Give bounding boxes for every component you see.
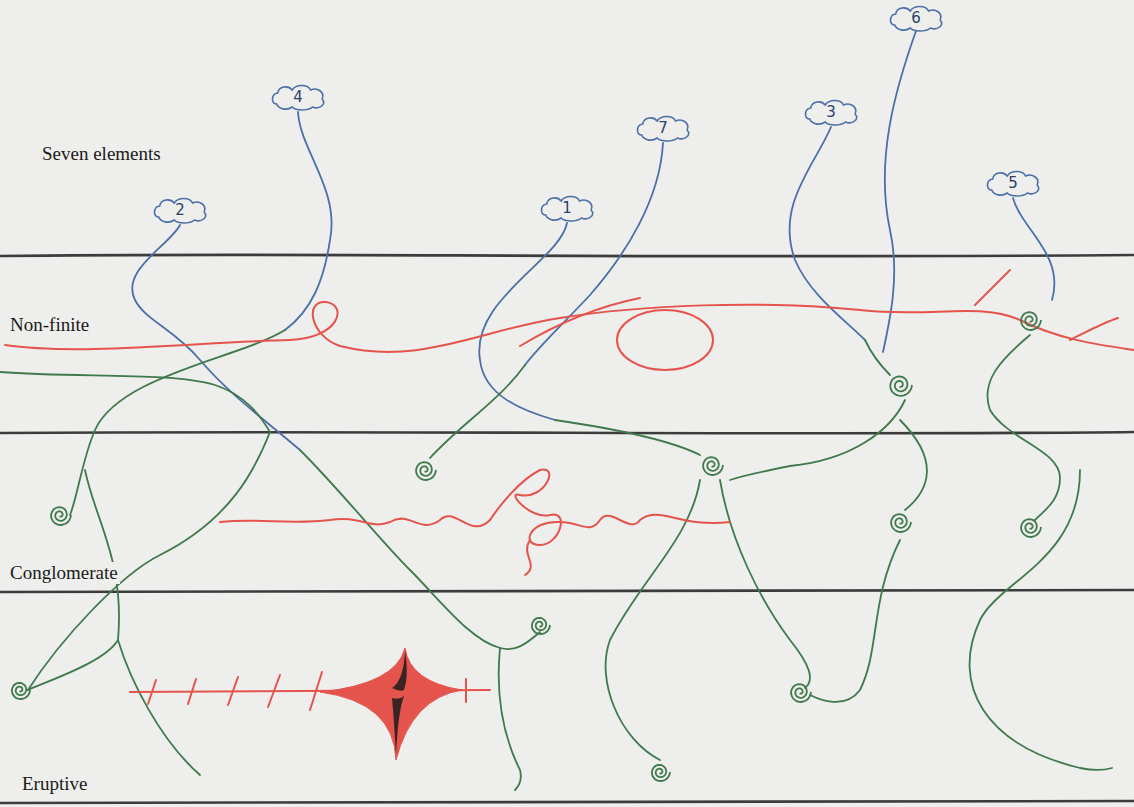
callout-number: 1 bbox=[562, 201, 572, 216]
band-line bbox=[0, 801, 1134, 803]
green-stem bbox=[28, 432, 270, 690]
non-finite-line bbox=[5, 302, 1134, 352]
green-stem bbox=[606, 480, 700, 760]
band-label: Eruptive bbox=[20, 773, 89, 795]
band-line bbox=[0, 432, 1134, 433]
blue-stems bbox=[132, 31, 1054, 450]
eruptive-tick bbox=[148, 680, 156, 704]
cloud-shape bbox=[154, 199, 205, 224]
green-stem bbox=[70, 330, 285, 515]
green-spiral bbox=[791, 684, 811, 702]
blue-stem bbox=[132, 225, 300, 450]
band-line bbox=[0, 255, 1134, 257]
callout-number: 2 bbox=[175, 203, 185, 218]
cloud-node: 6 bbox=[887, 3, 945, 33]
green-stem bbox=[720, 480, 810, 688]
green-stem bbox=[118, 640, 200, 775]
green-stem bbox=[499, 648, 521, 790]
non-finite-branch bbox=[975, 270, 1010, 305]
green-spiral bbox=[51, 507, 71, 525]
green-stem bbox=[300, 450, 540, 649]
eruptive-tick bbox=[465, 679, 467, 702]
non-finite-branch bbox=[1070, 318, 1118, 340]
cloud-shape bbox=[890, 7, 941, 32]
callout-number: 7 bbox=[658, 121, 668, 136]
non-finite-loop bbox=[617, 310, 713, 370]
eruptive-star-shade bbox=[392, 650, 407, 756]
green-stem bbox=[810, 540, 900, 702]
green-stem bbox=[730, 400, 905, 480]
band-line bbox=[0, 590, 1134, 592]
green-stem bbox=[430, 365, 525, 458]
eruptive-tick bbox=[268, 675, 280, 707]
callout-number: 5 bbox=[1008, 176, 1018, 191]
cloud-shape bbox=[541, 197, 592, 222]
green-stem bbox=[987, 335, 1060, 520]
blue-stem bbox=[285, 112, 332, 330]
cloud-node: 7 bbox=[634, 113, 692, 143]
green-stems bbox=[0, 330, 1112, 790]
red-lines bbox=[5, 270, 1134, 710]
cloud-node: 2 bbox=[151, 195, 209, 225]
green-stem bbox=[900, 420, 927, 510]
cloud-node: 4 bbox=[269, 82, 327, 112]
band-label: Conglomerate bbox=[8, 562, 120, 584]
heading-label: Seven elements bbox=[40, 143, 163, 165]
green-spiral bbox=[1021, 312, 1041, 330]
eruptive-star bbox=[320, 648, 462, 760]
green-spiral bbox=[703, 457, 723, 475]
green-stem bbox=[865, 340, 890, 375]
band-lines bbox=[0, 255, 1134, 803]
non-finite-branch bbox=[520, 298, 640, 346]
blue-stem bbox=[1013, 198, 1054, 300]
cloud-shape bbox=[272, 86, 323, 111]
green-spiral bbox=[12, 683, 30, 699]
callout-number: 4 bbox=[293, 90, 303, 105]
cloud-shape bbox=[637, 117, 688, 142]
cloud-node: 1 bbox=[538, 193, 596, 223]
eruptive-tick bbox=[188, 679, 196, 704]
green-stem bbox=[555, 420, 700, 455]
callout-number: 6 bbox=[911, 11, 921, 26]
green-stem bbox=[970, 470, 1112, 770]
green-stem bbox=[0, 372, 270, 432]
cloud-shape bbox=[805, 101, 856, 126]
cloud-node: 5 bbox=[984, 168, 1042, 198]
green-spiral bbox=[652, 765, 670, 781]
band-label: Non-finite bbox=[8, 314, 91, 336]
green-spiral bbox=[1021, 519, 1041, 537]
green-spiral bbox=[416, 462, 436, 480]
blue-stem bbox=[883, 31, 916, 352]
cloud-shape bbox=[987, 172, 1038, 197]
conglomerate-tangle bbox=[220, 470, 730, 545]
cloud-node: 3 bbox=[802, 97, 860, 127]
green-spiral bbox=[891, 514, 911, 532]
eruptive-tick bbox=[228, 677, 238, 705]
green-spiral bbox=[890, 376, 912, 396]
blue-stem bbox=[479, 223, 567, 420]
green-spiral bbox=[532, 618, 550, 634]
conglomerate-tangle bbox=[525, 540, 531, 575]
eruptive-tick bbox=[310, 672, 322, 710]
callout-number: 3 bbox=[826, 105, 836, 120]
